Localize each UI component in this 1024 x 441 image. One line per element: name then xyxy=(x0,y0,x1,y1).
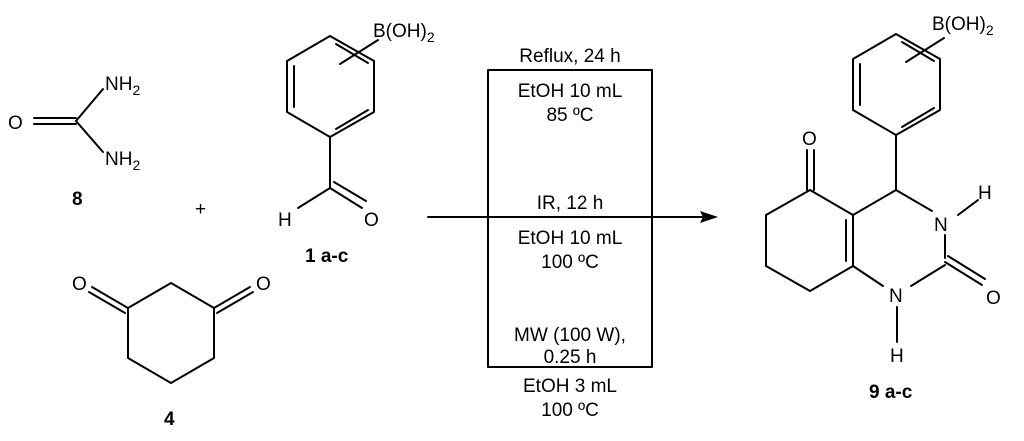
dione-compound-number: 4 xyxy=(164,409,175,430)
product-h-n1-label: H xyxy=(890,346,904,367)
aldehyde-boronic-label: B(OH)2 xyxy=(373,21,435,45)
product-ring-double-3 xyxy=(901,107,935,128)
product-oxygen-ketone-label: O xyxy=(802,129,817,150)
product-c2o-bond-b xyxy=(947,255,986,280)
mw-condition-line3: EtOH 3 mL xyxy=(523,376,617,397)
product-compound-number: 9 a-c xyxy=(869,382,913,403)
reflux-condition-line1: Reflux, 24 h xyxy=(519,46,620,67)
dione-co-right-a xyxy=(213,286,251,309)
product-oxygen-urea-label: O xyxy=(986,288,1001,309)
dione-ring xyxy=(127,282,215,384)
mw-condition-line1: MW (100 W), xyxy=(514,325,626,346)
product-c7-c8-bond xyxy=(765,265,811,292)
urea-oxygen-label: O xyxy=(8,113,23,134)
aldehyde-co-bond-a xyxy=(329,187,363,209)
reaction-arrow-group: Reflux, 24 h EtOH 10 mL 85 ºC IR, 12 h E… xyxy=(427,46,718,421)
reflux-condition-line3: 85 ºC xyxy=(546,105,593,126)
reflux-condition-line2: EtOH 10 mL xyxy=(518,81,623,102)
mw-condition-line2: 0.25 h xyxy=(544,347,597,368)
ir-condition-line1: IR, 12 h xyxy=(537,193,604,214)
product-boronic-label: B(OH)2 xyxy=(932,14,994,38)
product-h-n3-label: H xyxy=(978,183,992,204)
urea-compound-number: 8 xyxy=(72,189,83,210)
aldehyde-hydrogen-label: H xyxy=(278,210,292,231)
product-n3-label: N xyxy=(934,215,948,236)
mw-condition-line4: 100 ºC xyxy=(541,400,599,421)
ir-condition-line3: 100 ºC xyxy=(541,252,599,273)
dione-structure: O O 4 xyxy=(72,274,271,430)
product-c2o-bond-a xyxy=(944,261,983,286)
product-c4a-c5-bond xyxy=(809,189,854,216)
aldehyde-ring-double-3 xyxy=(335,109,369,130)
dione-co-left-b xyxy=(88,291,126,314)
product-ring-double-2 xyxy=(901,41,935,62)
urea-nh2-bottom-label: NH2 xyxy=(105,149,140,173)
urea-cn-bond-top xyxy=(75,88,104,122)
product-c5-c6-bond xyxy=(765,189,811,216)
product-c4-n3-bond xyxy=(895,189,933,212)
aldehyde-oxygen-label: O xyxy=(364,210,379,231)
product-structure: B(OH)2 O N H N H O 9 a-c xyxy=(765,14,1001,403)
ir-condition-line2: EtOH 10 mL xyxy=(518,228,623,249)
product-n1-label: N xyxy=(889,286,903,307)
conditions-box xyxy=(487,69,653,368)
dione-oxygen-right-label: O xyxy=(256,274,271,295)
dione-co-left-a xyxy=(91,286,129,309)
dione-oxygen-left-label: O xyxy=(72,274,87,295)
aldehyde-boronic-bond xyxy=(339,39,379,65)
product-boronic-bond xyxy=(905,37,945,63)
aldehyde-ch-bond xyxy=(297,187,331,209)
aldehyde-structure: B(OH)2 H O 1 a-c xyxy=(278,21,435,267)
product-c2-n1-bond xyxy=(910,264,946,287)
reaction-arrow-head xyxy=(700,211,718,223)
urea-structure: O NH2 NH2 8 xyxy=(8,74,140,210)
plus-sign: + xyxy=(195,199,206,220)
aldehyde-ring-double-2 xyxy=(335,43,369,64)
product-n1-c8a-bond xyxy=(852,265,884,287)
aldehyde-co-bond-b xyxy=(333,181,367,202)
dione-co-right-b xyxy=(216,291,254,314)
aldehyde-compound-number: 1 a-c xyxy=(305,246,349,267)
product-c4-c4a-bond xyxy=(852,189,897,216)
product-n3-h-bond xyxy=(957,199,979,216)
urea-nh2-top-label: NH2 xyxy=(105,74,140,98)
urea-cn-bond-bottom xyxy=(75,120,104,153)
product-c8-c8a-bond xyxy=(809,265,854,292)
